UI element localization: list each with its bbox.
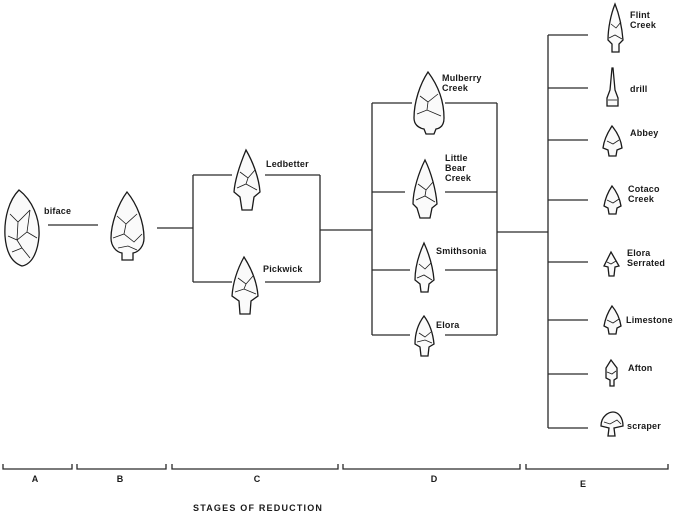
abbey-point-icon [602, 124, 623, 157]
ledbetter-label: Ledbetter [266, 159, 309, 169]
stage-b-label: B [116, 474, 124, 484]
smithsonia-point-icon [414, 241, 435, 293]
scraper-icon [600, 411, 624, 437]
biface-label: biface [44, 206, 72, 216]
smithsonia-label: Smithsonia [436, 246, 487, 256]
drill-icon [606, 67, 619, 107]
elora-serrated-label: Elora Serrated [627, 248, 666, 268]
cotaco-creek-point-icon [603, 184, 622, 215]
flint-creek-label: Flint Creek [630, 10, 657, 30]
biface-artifact-icon [4, 189, 40, 267]
afton-label: Afton [628, 363, 653, 373]
stage-a-label: A [31, 474, 39, 484]
little-bear-creek-label: Little Bear Creek [445, 153, 472, 183]
stage-e-label: E [579, 479, 586, 489]
stage-d-label: D [430, 474, 438, 484]
cotaco-creek-label: Cotaco Creek [628, 184, 660, 204]
stage-brackets [2, 464, 669, 470]
elora-label: Elora [436, 320, 460, 330]
abbey-label: Abbey [630, 128, 659, 138]
drill-label: drill [630, 84, 648, 94]
pickwick-point-icon [231, 255, 259, 315]
little-bear-creek-point-icon [412, 158, 438, 219]
limestone-point-icon [603, 304, 622, 335]
elora-point-icon [414, 314, 435, 357]
mulberry-creek-label: Mulberry Creek [442, 73, 482, 93]
connector-lines [48, 34, 588, 429]
ledbetter-point-icon [233, 148, 261, 211]
diagram-caption: STAGES OF REDUCTION [193, 503, 324, 513]
stage-c-label: C [253, 474, 261, 484]
afton-point-icon [605, 358, 618, 387]
limestone-label: Limestone [626, 315, 673, 325]
preform-artifact-icon [110, 190, 145, 261]
flint-creek-point-icon [607, 2, 624, 53]
elora-serrated-point-icon [603, 250, 620, 277]
scraper-label: scraper [627, 421, 661, 431]
mulberry-creek-point-icon [413, 70, 445, 135]
pickwick-label: Pickwick [263, 264, 303, 274]
